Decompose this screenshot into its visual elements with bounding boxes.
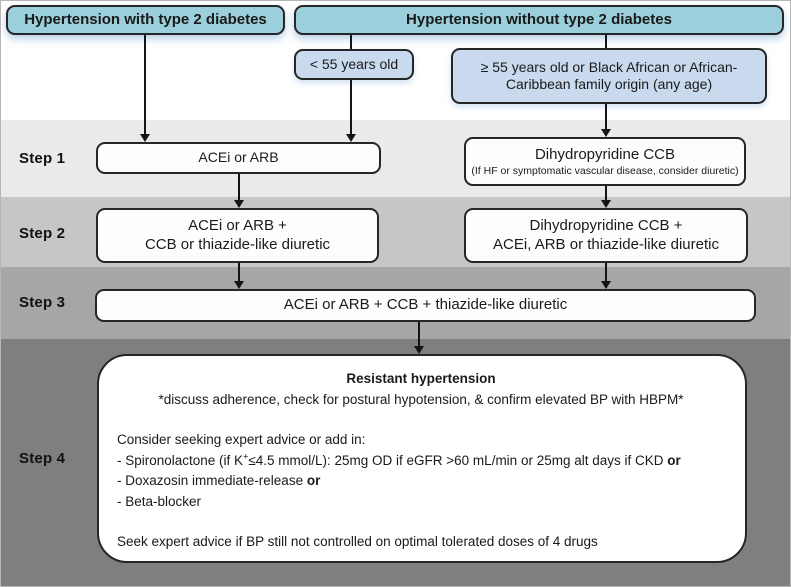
spacer	[117, 410, 725, 430]
step1-right-box: Dihydropyridine CCB (If HF or symptomati…	[464, 137, 746, 186]
step2-left-box-line1: ACEi or ARB +	[188, 216, 287, 234]
step2-left-box: ACEi or ARB + CCB or thiazide-like diure…	[96, 208, 379, 263]
step4-resistant-hypertension-box: Resistant hypertension *discuss adherenc…	[97, 354, 747, 563]
arrowhead-under55-to-step1	[346, 134, 356, 142]
connector-step1-to-step2-left	[238, 174, 240, 201]
step1-right-box-title: Dihydropyridine CCB	[534, 145, 676, 163]
seek-expert-advice-footer: Seek expert advice if BP still not contr…	[117, 534, 598, 549]
with-diabetes-box: Hypertension with type 2 diabetes	[6, 5, 285, 35]
spacer	[117, 512, 725, 532]
potassium-superscript: +	[243, 451, 249, 461]
connector-under55-to-step1	[350, 80, 352, 135]
doxazosin-or: or	[306, 473, 321, 488]
connector-step3-to-step4	[418, 322, 420, 347]
step2-left-box-line2: CCB or thiazide-like diuretic	[144, 235, 331, 253]
option-beta-blocker: - Beta-blocker	[117, 493, 202, 509]
expert-advice-intro: Consider seeking expert advice or add in…	[117, 432, 366, 447]
arrowhead-over55-to-step1	[601, 129, 611, 137]
step2-right-box-line1: Dihydropyridine CCB +	[529, 216, 683, 234]
arrowhead-diabetes-to-step1	[140, 134, 150, 142]
over-55-box: ≥ 55 years old or Black African or Afric…	[451, 48, 767, 104]
arrowhead-step3-to-step4	[414, 346, 424, 354]
connector-nodiabetes-to-over55	[605, 35, 607, 48]
connector-nodiabetes-to-under55	[350, 35, 352, 49]
connector-diabetes-to-step1	[144, 35, 146, 135]
connector-step2-to-step3-left	[238, 263, 240, 282]
step1-left-box: ACEi or ARB	[96, 142, 381, 174]
spironolactone-or: or	[667, 452, 681, 468]
spironolactone-text: - Spironolactone (if K	[117, 452, 244, 468]
step2-label: Step 2	[19, 225, 66, 242]
connector-over55-to-step1	[605, 104, 607, 130]
doxazosin-text: - Doxazosin immediate-release	[117, 473, 307, 488]
without-diabetes-box: Hypertension without type 2 diabetes	[294, 5, 784, 35]
step3-box: ACEi or ARB + CCB + thiazide-like diuret…	[95, 289, 756, 322]
arrowhead-step2-to-step3-left	[234, 281, 244, 289]
connector-step1-to-step2-right	[605, 186, 607, 201]
spironolactone-dosing: ≤4.5 mmol/L): 25mg OD if eGFR >60 mL/min…	[248, 452, 668, 468]
step2-right-box-line2: ACEi, ARB or thiazide-like diuretic	[493, 235, 719, 253]
option-doxazosin: - Doxazosin immediate-release or	[117, 471, 725, 492]
arrowhead-step1-to-step2-right	[601, 200, 611, 208]
resistant-hypertension-subtitle: *discuss adherence, check for postural h…	[158, 391, 684, 407]
step1-right-box-note: (If HF or symptomatic vascular disease, …	[471, 165, 739, 178]
step1-label: Step 1	[19, 150, 66, 167]
step2-right-box: Dihydropyridine CCB + ACEi, ARB or thiaz…	[464, 208, 748, 263]
step3-label: Step 3	[19, 294, 66, 311]
resistant-hypertension-title: Resistant hypertension	[346, 371, 496, 386]
connector-step2-to-step3-right	[605, 263, 607, 282]
option-spironolactone: - Spironolactone (if K+≤4.5 mmol/L): 25m…	[117, 451, 725, 472]
arrowhead-step1-to-step2-left	[234, 200, 244, 208]
step4-label: Step 4	[19, 450, 66, 467]
arrowhead-step2-to-step3-right	[601, 281, 611, 289]
under-55-box: < 55 years old	[294, 49, 414, 80]
